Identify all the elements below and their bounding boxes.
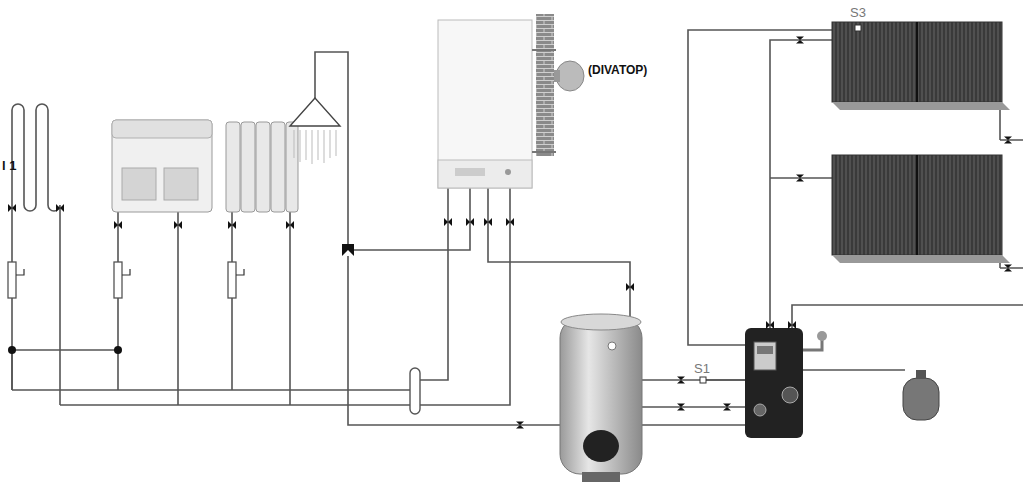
product-label: (DIVATOP) (588, 64, 647, 76)
sensor-label: S3 (850, 6, 866, 19)
figure-number: l 1 (2, 159, 16, 172)
sensor-label: S1 (694, 362, 710, 375)
